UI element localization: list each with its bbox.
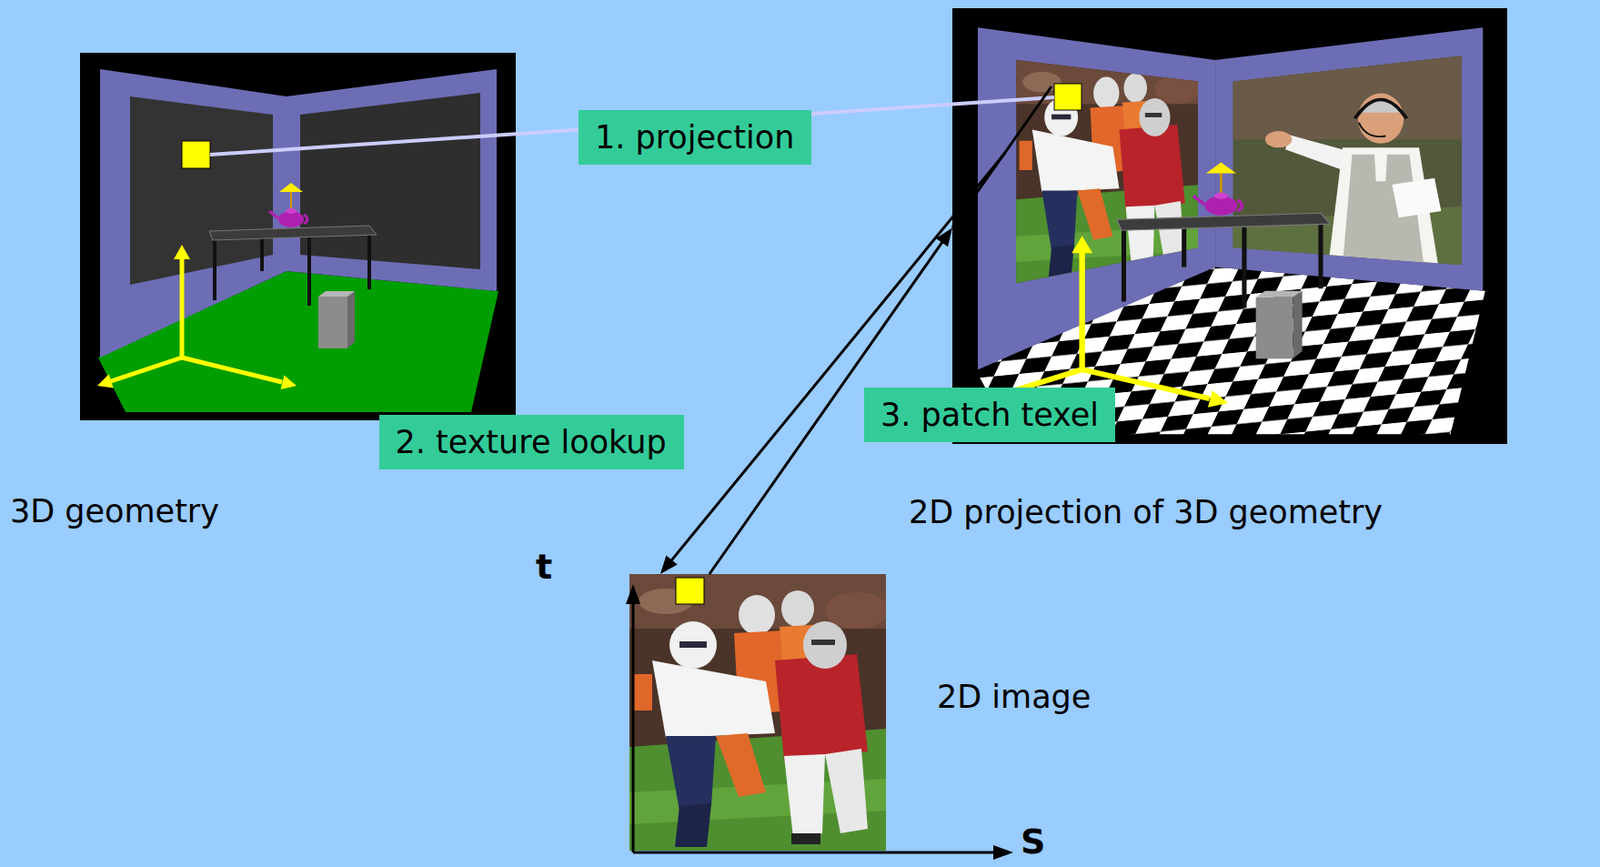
room-render (130, 96, 273, 285)
inner-line (952, 86, 1052, 228)
step-label: 2. texture lookup (395, 422, 668, 462)
room-render (100, 69, 497, 358)
wall-photo (1232, 55, 1462, 265)
st-axes (633, 851, 996, 855)
textured-scene (977, 27, 1483, 370)
wall-photo (1016, 60, 1200, 283)
st-axes (625, 583, 641, 604)
caption: 2D image (936, 677, 1091, 716)
axis-label: S (1020, 824, 1046, 859)
step-tag: 1. projection (578, 110, 812, 165)
render-panel: 2D projection of 3D geometry (952, 8, 1508, 444)
room-render (80, 52, 516, 421)
textured-render (952, 8, 1508, 444)
room-render (209, 182, 377, 349)
caption: 3D geometry (10, 492, 220, 531)
axis-label: t (535, 549, 553, 584)
wall-photo (1232, 55, 1462, 265)
step-tag: 3. patch texel (864, 387, 1116, 443)
texel-marker (675, 577, 705, 604)
wall-photo (1016, 60, 1200, 283)
textured-scene (1116, 162, 1330, 360)
inner-line (210, 133, 516, 155)
inner-line (210, 86, 1055, 228)
texture-photo (629, 573, 889, 851)
render-panel: 3D geometry (80, 52, 516, 421)
caption: 2D projection of 3D geometry (908, 493, 1383, 532)
room-render (80, 52, 516, 421)
textured-render (952, 8, 1508, 444)
step-label: 1. projection (594, 118, 795, 157)
arrowhead (935, 227, 953, 247)
step-tag: 2. texture lookup (379, 414, 685, 470)
room-render (300, 92, 481, 270)
step-label: 3. patch texel (880, 395, 1099, 434)
texel-marker (1054, 83, 1082, 111)
texture-photo (629, 573, 889, 851)
texture-image: 2D image (629, 573, 886, 851)
textured-scene (974, 235, 1228, 408)
arrowhead (660, 554, 678, 574)
room-render (181, 140, 211, 169)
room-render (97, 244, 297, 390)
st-axes (632, 602, 635, 853)
st-axes (993, 845, 1014, 860)
st-axes (625, 583, 1014, 860)
